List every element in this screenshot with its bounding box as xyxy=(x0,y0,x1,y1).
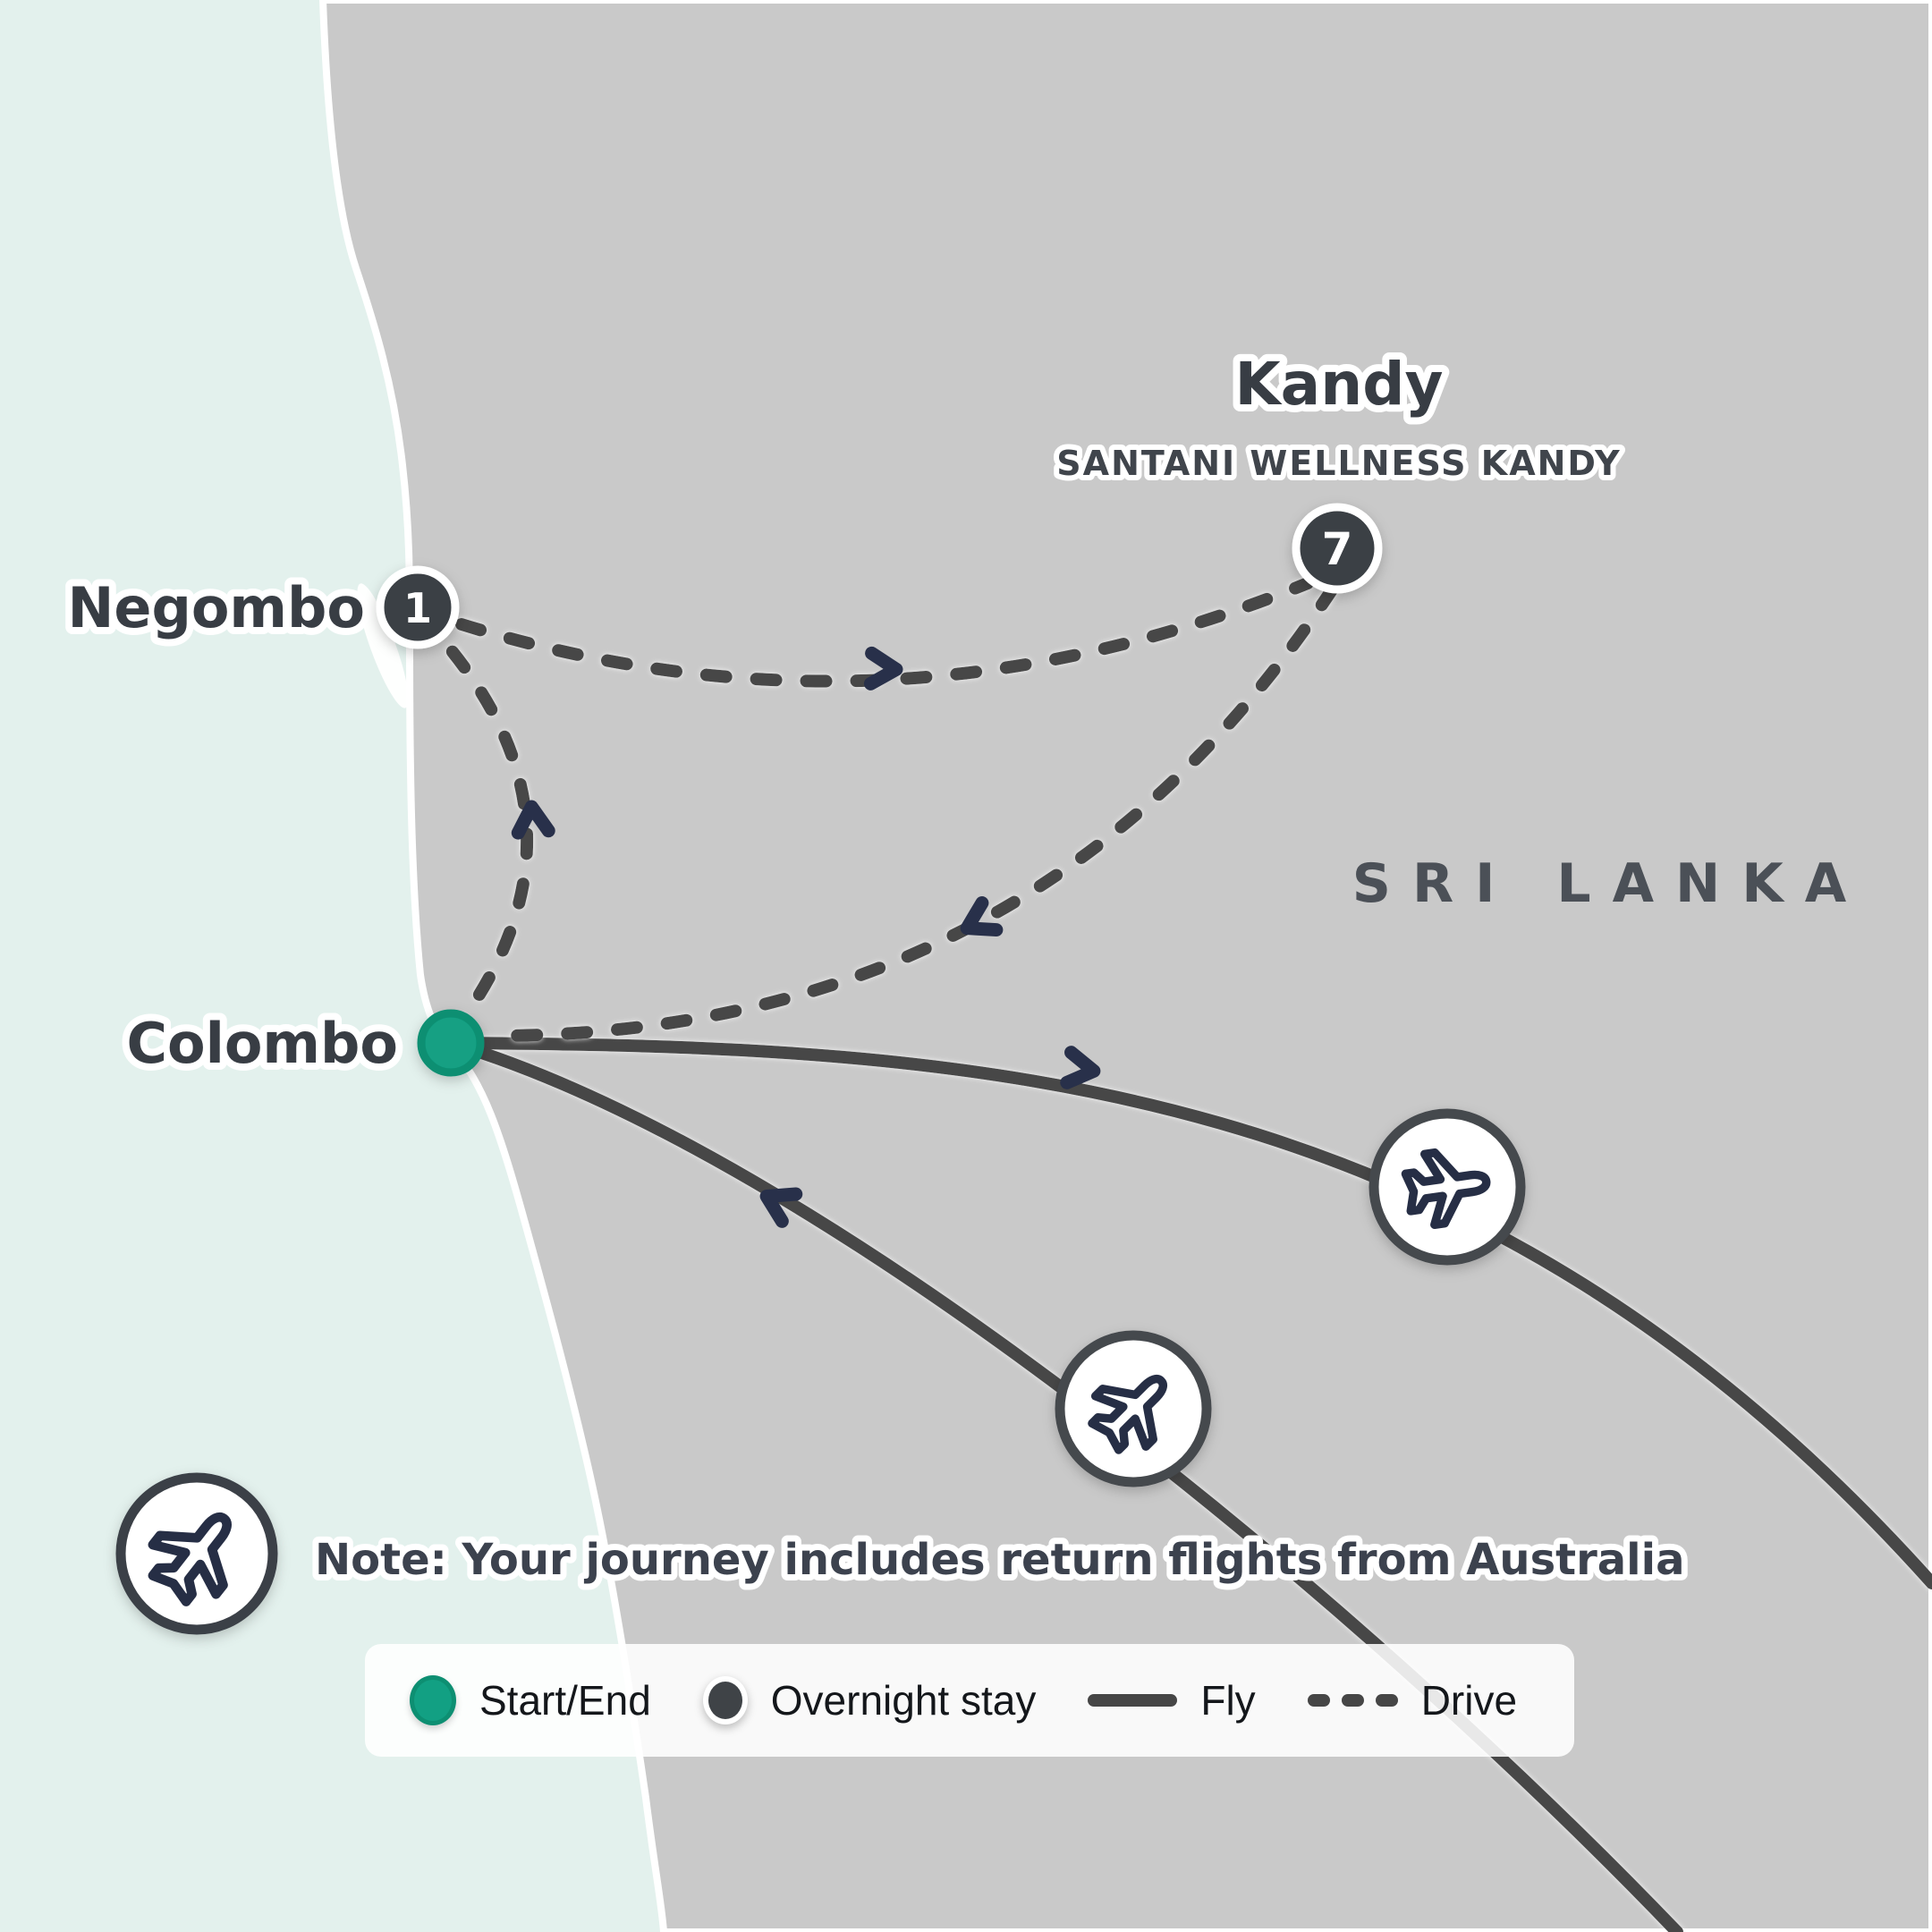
drive-route-colombo-negombo xyxy=(434,631,533,1042)
kandy-nights: 7 xyxy=(1322,523,1353,575)
stop-negombo: Negombo 1 xyxy=(61,565,460,649)
negombo-label: Negombo xyxy=(68,575,366,640)
fly-route-colombo-east xyxy=(445,1037,1932,1589)
legend-fly-label: Fly xyxy=(1200,1677,1256,1724)
negombo-nights: 1 xyxy=(403,584,432,632)
kandy-label: Kandy xyxy=(1235,350,1444,419)
colombo-start-end-dot xyxy=(417,1009,485,1077)
note-text: Note: Your journey includes return fligh… xyxy=(315,1535,1684,1585)
legend-start-end-label: Start/End xyxy=(479,1677,651,1724)
landmass-sri-lanka xyxy=(318,0,1932,1932)
stop-colombo: Colombo xyxy=(119,1004,485,1083)
fly-plane-badge-2 xyxy=(1055,1330,1212,1487)
legend-overnight-dot-icon xyxy=(702,1676,748,1724)
fly-plane-badge-1 xyxy=(1368,1108,1526,1266)
country-label: SRI LANKA xyxy=(1352,852,1868,915)
kandy-hotel-label: SANTANI WELLNESS KANDY xyxy=(1056,444,1621,483)
legend-drive-label: Drive xyxy=(1420,1677,1518,1724)
note-plane-badge xyxy=(115,1472,278,1635)
negombo-marker: 1 xyxy=(376,565,460,649)
colombo-label: Colombo xyxy=(126,1011,398,1076)
kandy-marker: 7 xyxy=(1292,503,1383,594)
legend-overnight-label: Overnight stay xyxy=(770,1677,1037,1724)
map-legend: Start/End Overnight stay Fly Drive xyxy=(365,1644,1574,1757)
legend-start-end-dot-icon xyxy=(410,1675,456,1725)
stop-kandy: Kandy SANTANI WELLNESS KANDY 7 xyxy=(1051,343,1625,594)
legend-drive-line-icon xyxy=(1307,1694,1398,1707)
negombo-lagoon xyxy=(357,583,409,708)
legend-fly-line-icon xyxy=(1088,1694,1178,1707)
